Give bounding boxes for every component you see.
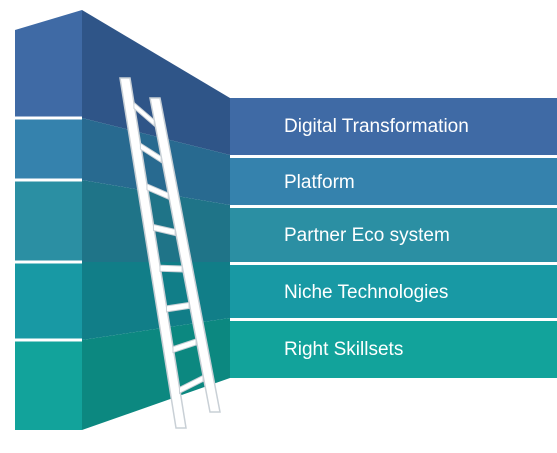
- ladder-rung: [165, 301, 190, 313]
- layer-label-niche-technologies: Niche Technologies: [284, 282, 449, 303]
- layer-banner: [230, 98, 557, 155]
- layer-label-platform: Platform: [284, 172, 355, 193]
- ladder-icon: [119, 77, 221, 429]
- layer-label-partner-eco-system: Partner Eco system: [284, 225, 450, 246]
- layer-front-face: [15, 180, 82, 262]
- ladder-right-rail: [149, 97, 221, 413]
- ladder-left-rail: [119, 77, 187, 429]
- ladder-rung: [146, 183, 169, 200]
- ladder-rung: [178, 374, 204, 395]
- layer-front-face: [15, 118, 82, 180]
- layer-side-face: [82, 180, 230, 262]
- layer-banner: [230, 158, 557, 205]
- layer-front-face: [15, 340, 82, 430]
- layer-front-face: [15, 262, 82, 340]
- layer-side-face: [82, 10, 230, 155]
- ladder-rung: [152, 223, 176, 237]
- layer-banner: [230, 208, 557, 262]
- ladder-rung: [133, 101, 155, 127]
- layer-banner: [230, 321, 557, 378]
- ladder-rung: [172, 338, 197, 354]
- layer-banner: [230, 265, 557, 318]
- layer-label-digital-transformation: Digital Transformation: [284, 116, 469, 137]
- ladder-rung: [159, 264, 183, 273]
- layer-side-face: [82, 118, 230, 205]
- wall-layers: [15, 10, 557, 430]
- ladder-rung: [139, 142, 162, 164]
- layer-label-right-skillsets: Right Skillsets: [284, 339, 404, 360]
- layer-front-face: [15, 10, 82, 118]
